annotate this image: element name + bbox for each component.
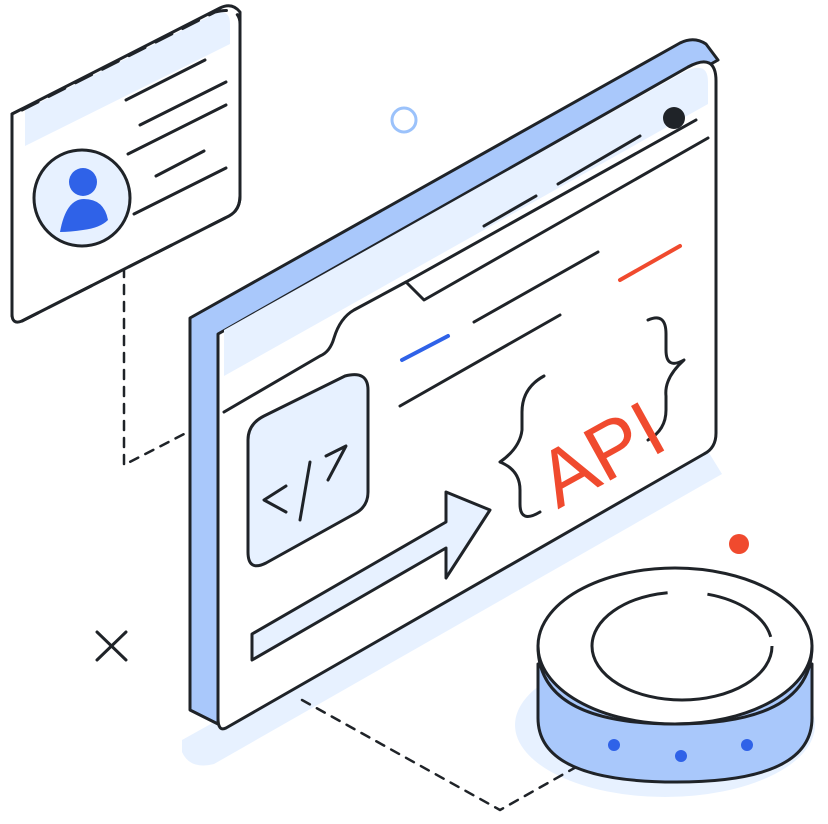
profile-connector-line [122,266,190,467]
disk-inner-ring [590,590,774,702]
user-icon [32,148,132,248]
code-block [246,373,370,568]
red-dot [729,534,749,554]
disk-light-1 [608,739,620,751]
window-control-dot [663,107,685,129]
profile-card-lines [124,58,228,216]
ring-icon [390,106,418,134]
api-right-brace [646,316,686,442]
disk-light-2 [675,750,687,762]
close-icon [95,630,128,662]
browser-shadow [182,448,722,766]
browser-header-divider [222,136,710,414]
profile-card [10,4,242,324]
profile-card-top-band [25,12,230,147]
arrow-right-icon [250,490,492,662]
browser-content-lines [398,118,698,408]
red-accent-line [618,244,682,282]
database-disk [536,566,814,784]
api-left-brace [498,374,546,518]
browser-window: API [188,38,720,731]
code-tag-icon [262,444,348,522]
blue-accent-line [400,334,450,362]
browser-front [216,60,718,731]
database-connector-line [300,698,580,812]
browser-top-band [224,67,708,376]
disk-light-3 [741,739,753,751]
